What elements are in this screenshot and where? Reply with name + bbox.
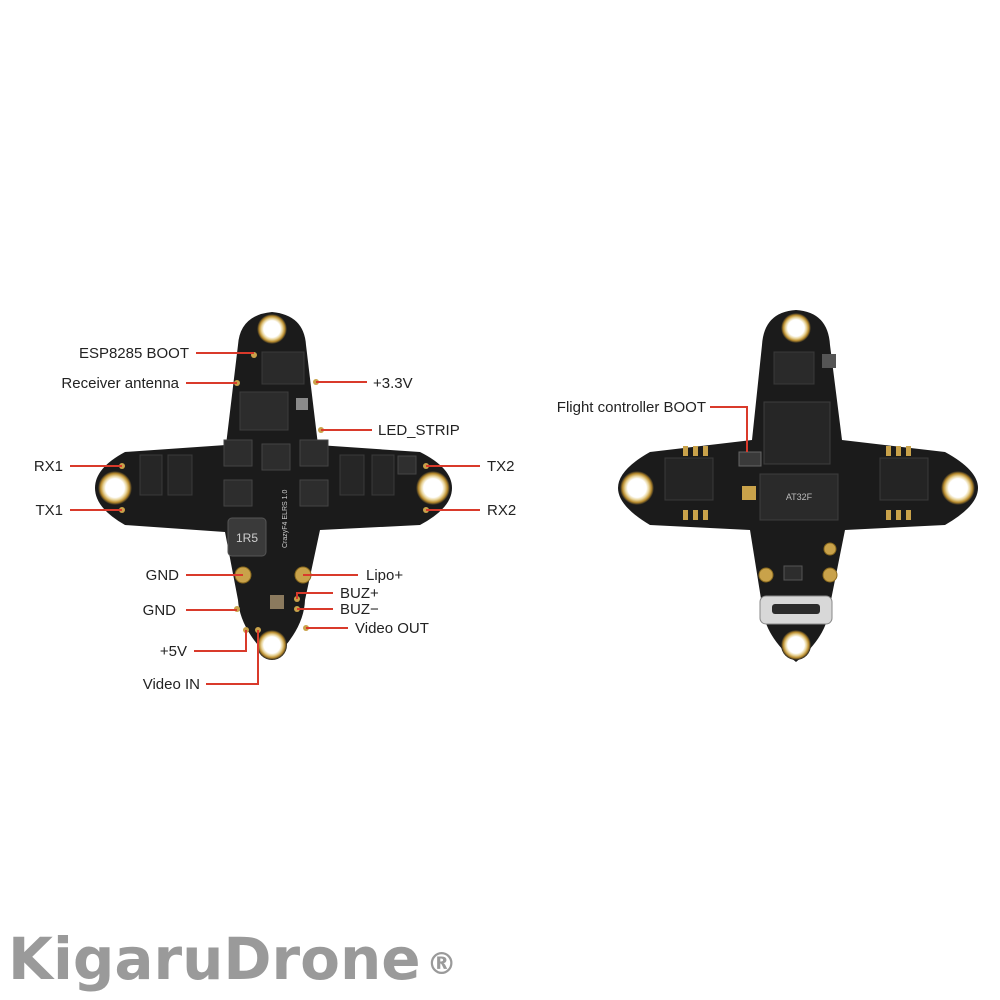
mount-hole-bottom xyxy=(257,630,287,660)
label-rx2: RX2 xyxy=(487,502,516,519)
mosfet-2 xyxy=(261,443,291,471)
chip-esp8285 xyxy=(261,351,305,385)
esc-right-c xyxy=(397,455,417,475)
chip-mcu xyxy=(239,391,289,431)
mosfet-5 xyxy=(299,479,329,507)
label-5v: +5V xyxy=(160,643,187,660)
label-tx1: TX1 xyxy=(35,502,63,519)
back-mount-hole-right xyxy=(941,471,975,505)
back-crystal xyxy=(742,486,756,500)
esc-right-b xyxy=(371,454,395,496)
watermark-text: KigaruDrone xyxy=(8,925,421,993)
label-rx1: RX1 xyxy=(34,458,63,475)
esc-left-b xyxy=(167,454,193,496)
front-board: 1R5 CrazyF4 ELRS 1.0 xyxy=(95,312,452,660)
label-buz-minus: BUZ− xyxy=(340,601,379,618)
label-lipo-plus: Lipo+ xyxy=(366,567,403,584)
back-pad-left xyxy=(758,567,774,583)
mount-hole-top xyxy=(257,314,287,344)
inductor xyxy=(227,517,267,557)
back-mount-hole-top xyxy=(781,313,811,343)
front-leader-lines xyxy=(70,352,480,685)
label-3v3: +3.3V xyxy=(373,375,413,392)
back-pad-mid xyxy=(823,542,837,556)
back-chip-mcu xyxy=(763,401,831,465)
back-chip-top xyxy=(773,351,815,385)
label-led-strip: LED_STRIP xyxy=(378,422,460,439)
esc-right-a xyxy=(339,454,365,496)
mount-hole-right xyxy=(416,471,450,505)
back-gold-pads xyxy=(683,446,911,520)
esc-left-a xyxy=(139,454,163,496)
back-esc-right xyxy=(879,457,929,501)
back-esc-left xyxy=(664,457,714,501)
usb-port-opening xyxy=(772,604,820,614)
label-buz-plus: BUZ+ xyxy=(340,585,379,602)
label-receiver-antenna: Receiver antenna xyxy=(61,375,179,392)
back-chip-marking: AT32F xyxy=(786,492,813,502)
back-chip-small xyxy=(822,354,836,368)
watermark: KigaruDrone ® xyxy=(8,908,457,988)
boot-button xyxy=(738,451,762,467)
label-esp8285-boot: ESP8285 BOOT xyxy=(79,345,189,362)
leader-video-in xyxy=(206,630,259,685)
leader-flight-controller-boot xyxy=(710,406,748,452)
mosfet-1 xyxy=(223,439,253,467)
mosfet-4 xyxy=(223,479,253,507)
back-board: AT32F xyxy=(618,310,978,662)
registered-mark: ® xyxy=(426,947,457,982)
front-labels: ESP8285 BOOT Receiver antenna +3.3V LED_… xyxy=(34,345,516,693)
board-name-silkscreen: CrazyF4 ELRS 1.0 xyxy=(282,490,289,548)
leader-5v xyxy=(194,630,247,652)
label-video-in: Video IN xyxy=(143,676,200,693)
buzzer-pad xyxy=(270,595,284,609)
back-regulator xyxy=(783,565,803,581)
back-chip-at32 xyxy=(759,473,839,521)
mount-hole-left xyxy=(98,471,132,505)
front-pcb xyxy=(95,312,452,660)
back-mount-hole-left xyxy=(620,471,654,505)
label-gnd-1: GND xyxy=(146,567,180,584)
inductor-marking: 1R5 xyxy=(236,531,258,545)
label-gnd-2: GND xyxy=(143,602,177,619)
leader-buz-plus xyxy=(296,592,333,599)
component-small xyxy=(296,398,308,410)
mosfet-3 xyxy=(299,439,329,467)
label-flight-controller-boot: Flight controller BOOT xyxy=(557,399,706,416)
label-tx2: TX2 xyxy=(487,458,515,475)
back-pad-right xyxy=(822,567,838,583)
label-video-out: Video OUT xyxy=(355,620,429,637)
back-mount-hole-bottom xyxy=(781,630,811,660)
